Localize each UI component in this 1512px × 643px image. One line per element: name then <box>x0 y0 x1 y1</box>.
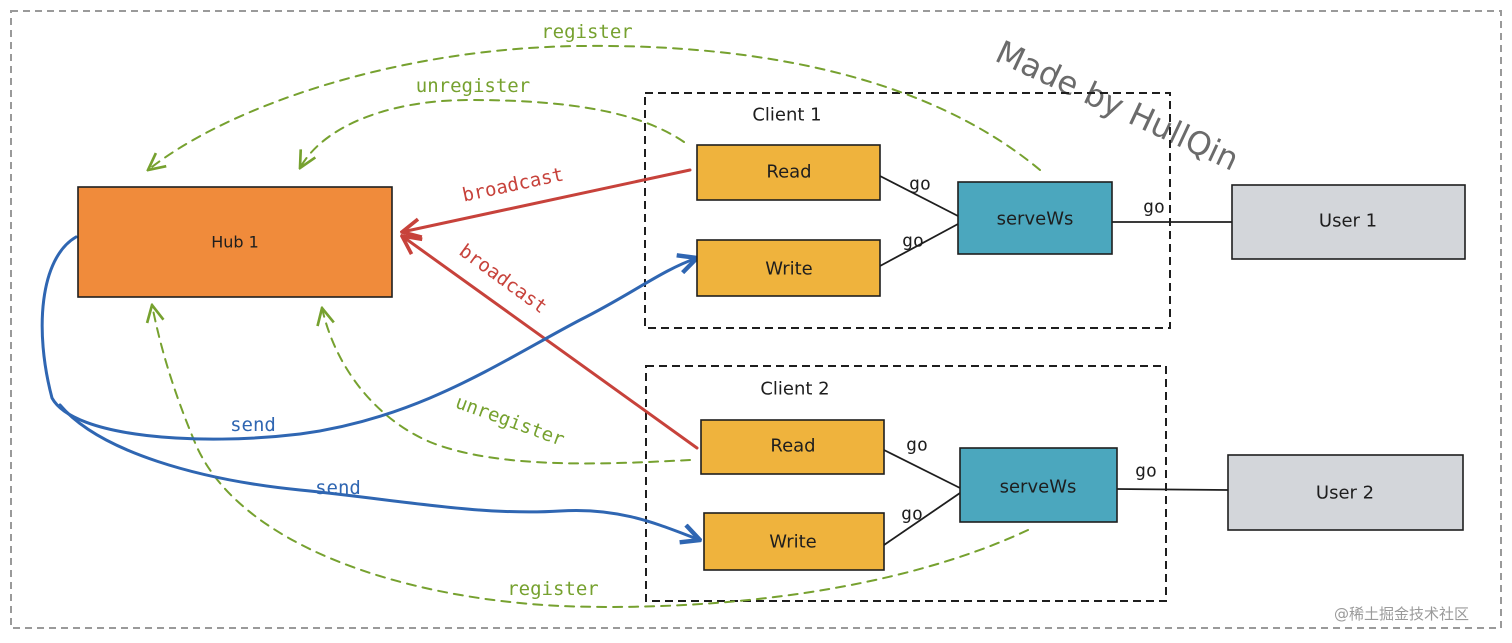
client-2-write-box <box>703 512 885 571</box>
go-write-2-label: go <box>901 504 923 525</box>
go-read-1-label: go <box>909 174 931 195</box>
go-user-1-label: go <box>1143 197 1165 218</box>
unregister-top-label: unregister <box>416 75 530 97</box>
unregister-bottom-label: unregister <box>452 391 567 451</box>
go-user-2-label: go <box>1135 461 1157 482</box>
client-1-servews-label: serveWs <box>997 209 1074 230</box>
go-write-1-label: go <box>902 231 924 252</box>
register-bottom-arrow <box>152 305 1029 608</box>
client-2-servews-box <box>959 447 1118 523</box>
register-bottom-label: register <box>507 578 599 600</box>
client-1-servews-box <box>957 181 1113 255</box>
go-write-2-line <box>883 492 961 546</box>
client-2-read-box <box>700 419 885 475</box>
go-read-2-label: go <box>906 435 928 456</box>
outer-frame <box>10 10 1502 629</box>
register-top-label: register <box>541 21 633 43</box>
client-1-read-box <box>696 144 881 201</box>
signature-text: Made by HullQin <box>990 33 1245 179</box>
client-1-write-label: Write <box>765 259 813 280</box>
go-read-2-line <box>883 449 961 489</box>
unregister-top-arrow <box>300 99 685 168</box>
unregister-bottom-arrow <box>322 308 691 465</box>
client-1-group <box>644 92 1171 329</box>
go-read-1-line <box>879 175 959 217</box>
source-watermark: @稀土掘金技术社区 <box>1334 605 1469 623</box>
client-2-read-label: Read <box>770 436 815 457</box>
send-1-arrow <box>40 235 697 441</box>
user-2-label: User 2 <box>1316 483 1374 504</box>
client-2-servews-label: serveWs <box>1000 477 1077 498</box>
user-2-box <box>1227 454 1464 531</box>
client-2-label: Client 2 <box>760 379 829 400</box>
send-1-label: send <box>230 414 276 436</box>
send-2-label: send <box>315 477 361 499</box>
client-1-write-box <box>696 239 881 297</box>
go-write-1-line <box>879 223 959 267</box>
user-1-label: User 1 <box>1319 211 1377 232</box>
client-2-group <box>645 365 1167 602</box>
client-1-label: Client 1 <box>752 105 821 126</box>
client-2-write-label: Write <box>769 532 817 553</box>
hub-box <box>77 186 393 298</box>
broadcast-1-arrow <box>402 168 692 232</box>
user-1-box <box>1231 184 1466 260</box>
client-1-read-label: Read <box>766 162 811 183</box>
go-user-2-line <box>1116 488 1229 491</box>
send-2-arrow <box>58 403 700 540</box>
broadcast-2-arrow <box>402 236 699 450</box>
hub-label: Hub 1 <box>211 233 259 252</box>
broadcast-2-label: broadcast <box>455 240 551 318</box>
register-top-arrow <box>148 44 1041 170</box>
